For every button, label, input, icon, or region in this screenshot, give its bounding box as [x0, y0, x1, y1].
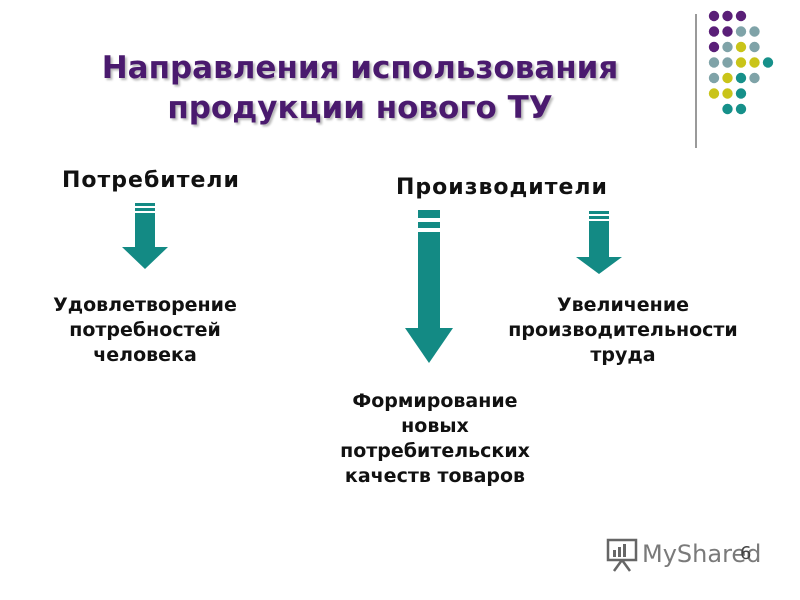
decorative-dot: [722, 41, 733, 53]
decorative-dot: [722, 26, 733, 37]
decorative-dot: [708, 72, 720, 84]
myshared-logo: MyShared: [606, 536, 786, 576]
decorative-dot: [749, 57, 760, 68]
arrow-head: [576, 257, 622, 274]
decorative-divider: [695, 14, 697, 148]
slide-title: Направления использования продукции ново…: [40, 48, 680, 128]
arrow-shaft: [589, 221, 609, 257]
arrow-head: [405, 328, 453, 363]
decorative-dot-grid: [708, 10, 774, 115]
decorative-dot: [722, 72, 733, 84]
logo-text: MyShared: [642, 540, 762, 568]
heading-consumers: Потребители: [62, 168, 240, 193]
label-line: потребностей: [69, 319, 221, 341]
arrow-stripe: [418, 222, 440, 228]
label-line: производительности: [508, 319, 738, 341]
arrow-shaft: [418, 232, 440, 328]
label-needs: Удовлетворение потребностей человека: [20, 293, 270, 368]
label-line: качеств товаров: [344, 465, 526, 487]
arrow-down-consumers: [122, 203, 168, 269]
arrow-stripe: [589, 216, 609, 219]
label-line: человека: [93, 344, 197, 366]
decorative-dot: [735, 10, 747, 22]
label-line: Формирование: [352, 390, 518, 412]
decorative-dot: [749, 26, 760, 37]
arrow-down-producers-short: [576, 211, 622, 274]
arrow-head: [122, 247, 168, 269]
decorative-dot: [749, 41, 760, 53]
heading-producers: Производители: [396, 175, 608, 200]
slide-title-line-2: продукции нового ТУ: [167, 90, 553, 126]
arrow-stripe: [135, 203, 155, 206]
decorative-dot: [722, 88, 733, 99]
label-line: Увеличение: [556, 294, 690, 316]
decorative-dot: [708, 10, 720, 22]
arrow-down-producers-long: [405, 210, 453, 363]
label-qualities: Формирование новых потребительских качес…: [300, 389, 570, 489]
decorative-dot: [762, 57, 774, 68]
decorative-dot: [708, 57, 720, 68]
slide-number: 6: [740, 543, 752, 564]
label-productivity: Увеличение производительности труда: [478, 293, 768, 368]
decorative-dot: [749, 72, 760, 84]
decorative-dot: [735, 41, 747, 53]
arrow-shaft: [135, 213, 155, 247]
label-line: труда: [590, 344, 656, 366]
decorative-dot: [735, 57, 747, 68]
label-line: Удовлетворение: [53, 294, 237, 316]
decorative-dot: [735, 26, 747, 37]
slide-title-line-1: Направления использования: [101, 50, 619, 86]
arrow-stripe: [589, 211, 609, 214]
decorative-dot: [722, 57, 733, 68]
arrow-stripe: [418, 210, 440, 218]
decorative-dot: [735, 72, 747, 84]
presentation-board-icon: [606, 538, 638, 572]
decorative-dot: [722, 10, 733, 22]
decorative-dot: [708, 26, 720, 37]
decorative-dot: [708, 88, 720, 99]
label-line: потребительских: [340, 440, 530, 462]
decorative-dot: [735, 103, 747, 115]
label-line: новых: [401, 415, 469, 437]
decorative-dot: [735, 88, 747, 99]
decorative-dot: [722, 103, 733, 115]
arrow-stripe: [135, 208, 155, 211]
decorative-dot: [708, 41, 720, 53]
